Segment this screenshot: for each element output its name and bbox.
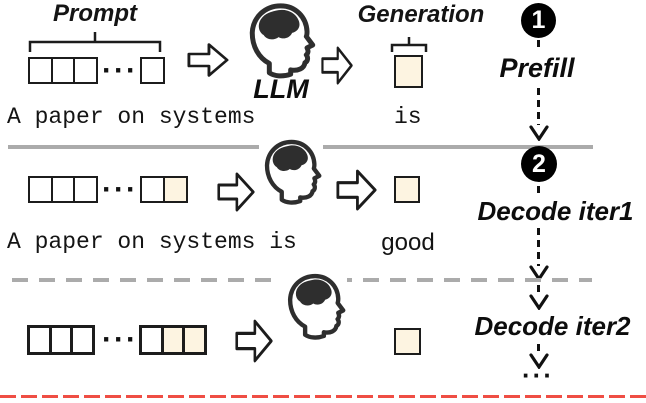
token-new xyxy=(160,325,186,355)
llm-label: LLM xyxy=(253,74,309,104)
prompt-label: Prompt xyxy=(53,0,137,27)
dashed-arrow-shaft xyxy=(537,228,540,266)
token-blank xyxy=(28,57,53,84)
prompt-tail-token-row xyxy=(139,325,207,355)
generation-bracket xyxy=(390,37,428,52)
figure-crop-border xyxy=(0,395,646,398)
flow-arrow-icon xyxy=(336,169,377,211)
token-ellipsis: ··· xyxy=(102,323,138,356)
dashed-arrow-shaft xyxy=(537,88,540,125)
prompt-bracket xyxy=(28,32,162,52)
decode-iter1-label: Decode iter1 xyxy=(477,196,634,226)
prefill-label: Prefill xyxy=(499,53,575,83)
prompt-tail-token-row xyxy=(140,57,165,84)
arrowhead-down-icon xyxy=(529,125,549,141)
token-blank xyxy=(28,176,53,203)
llm-head-icon xyxy=(243,0,317,80)
llm-head-icon xyxy=(282,270,347,342)
token-blank xyxy=(73,57,98,84)
token-new xyxy=(162,176,188,203)
arrowhead-down-icon xyxy=(529,294,549,310)
flow-arrow-icon xyxy=(217,172,255,212)
token-blank xyxy=(50,176,76,203)
dashed-arrow-shaft xyxy=(537,285,540,294)
more-iterations-ellipsis: ··· xyxy=(522,359,554,390)
generated-token-row xyxy=(394,328,421,355)
flow-arrow-icon xyxy=(187,43,229,77)
generated-token-row xyxy=(394,55,423,88)
prompt-tail-token-row xyxy=(140,176,188,203)
dashed-arrow-shaft xyxy=(537,344,540,353)
token-new xyxy=(394,328,421,355)
step-1-badge: 1 xyxy=(521,3,556,38)
llm-head-icon xyxy=(259,135,323,208)
token-ellipsis: ··· xyxy=(102,53,138,87)
generated-word: good xyxy=(381,229,435,256)
dashed-arrow-shaft xyxy=(537,40,540,52)
decode-iter2-label: Decode iter2 xyxy=(474,311,631,341)
dashed-arrow-shaft xyxy=(537,186,540,196)
prompt-token-row xyxy=(28,176,98,203)
token-blank xyxy=(50,57,76,84)
step-2-badge: 2 xyxy=(521,146,557,182)
generation-label: Generation xyxy=(357,1,485,28)
token-new xyxy=(394,176,420,203)
token-ellipsis: ··· xyxy=(102,172,138,206)
token-new xyxy=(182,325,207,355)
prompt-token-row xyxy=(27,325,95,355)
generated-word: is xyxy=(394,104,422,130)
flow-arrow-icon xyxy=(321,46,353,85)
prompt-text: A paper on systems is xyxy=(7,229,297,255)
prompt-token-row xyxy=(28,57,98,84)
token-blank xyxy=(140,57,165,84)
token-blank xyxy=(70,325,95,355)
token-new xyxy=(394,55,423,88)
flow-arrow-icon xyxy=(235,319,273,363)
token-blank xyxy=(140,176,165,203)
generated-token-row xyxy=(394,176,420,203)
token-blank xyxy=(73,176,98,203)
prompt-text: A paper on systems xyxy=(7,104,256,130)
